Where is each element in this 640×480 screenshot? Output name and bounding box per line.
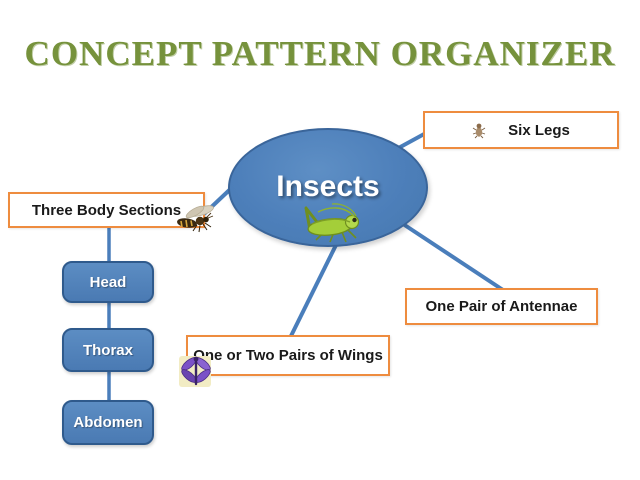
attribute-node-one-pair-antennae: One Pair of Antennae [405,288,598,325]
central-node-label: Insects [276,170,380,203]
attribute-label: Three Body Sections [31,201,182,219]
attribute-label: One Pair of Antennae [425,298,578,315]
central-node-insects: Insects [228,128,428,247]
wasp-icon [177,205,214,233]
attribute-label: One or Two Pairs of Wings [193,347,383,364]
body-section-label: Abdomen [73,414,143,431]
fly-icon [472,123,486,138]
attribute-node-six-legs: Six Legs [423,111,619,149]
body-section-label: Thorax [82,341,133,359]
attribute-node-one-or-two-pairs-wings: One or Two Pairs of Wings [179,335,390,387]
page-title: CONCEPT PATTERN ORGANIZER [24,34,616,73]
attribute-node-three-body-sections: Three Body Sections [8,192,214,233]
body-section-label: Head [89,273,127,291]
grasshopper-icon [304,203,360,243]
body-section-node-thorax: Thorax [62,328,154,372]
attribute-label: Six Legs [508,121,570,139]
body-section-node-head: Head [62,261,154,303]
dragonfly-icon [179,356,211,387]
body-section-node-abdomen: Abdomen [62,400,154,445]
